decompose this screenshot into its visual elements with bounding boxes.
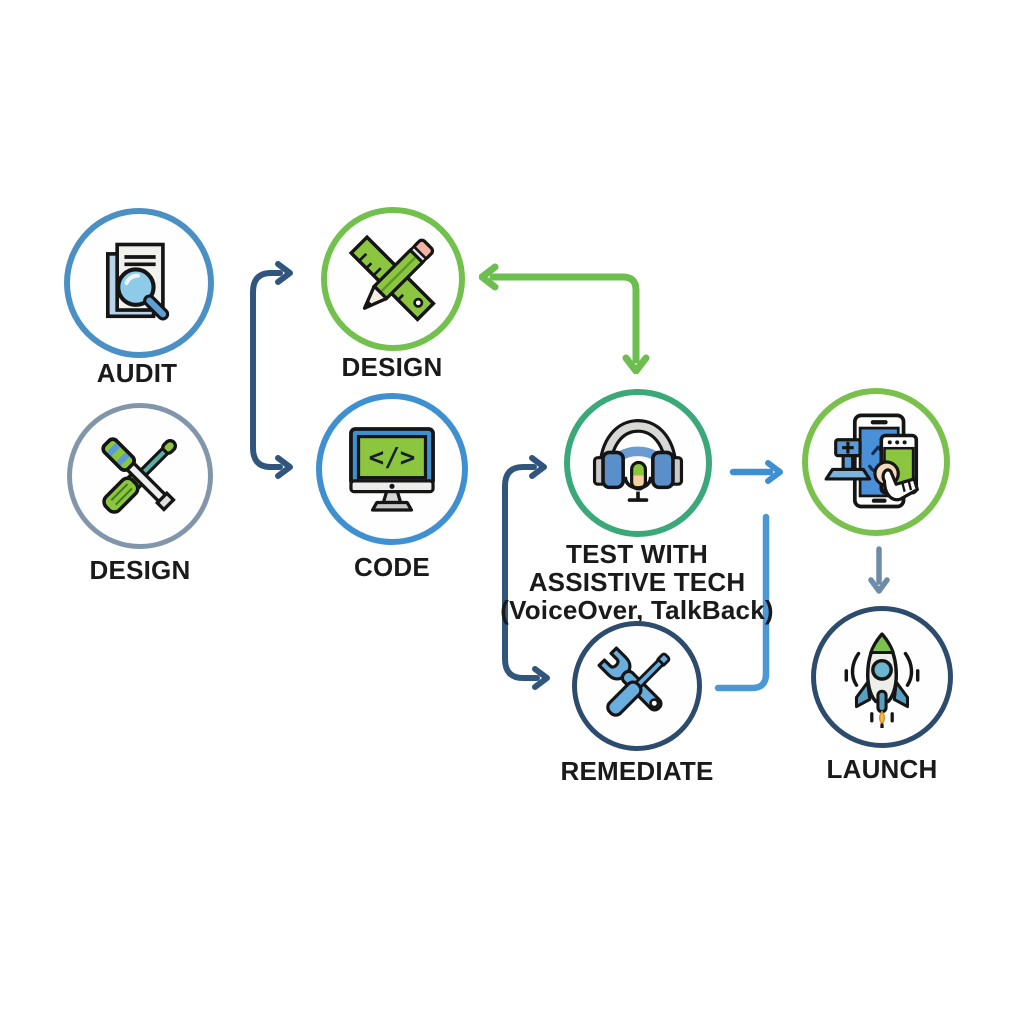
connector-design-top-test [493,277,636,360]
node-code: </> [316,393,468,545]
node-test-label-line3: (VoiceOver, TalkBack) [500,595,774,625]
node-design-plan [321,207,465,351]
connector-code-to-remediate [502,569,550,690]
svg-text:</>: </> [369,443,416,473]
node-design-plan-label: DESIGN [341,352,443,382]
node-test-label-line2: ASSISTIVE TECH [528,567,746,597]
crossed-screwdrivers-icon [88,424,192,528]
node-remediate [572,621,702,751]
mobile-touch-stamp-icon [823,409,929,515]
code-monitor-icon: </> [338,415,446,523]
node-design-tools-label: DESIGN [89,555,191,585]
node-audit-label: AUDIT [96,358,178,388]
node-device-test [802,388,950,536]
connector-remediate-loop [714,513,770,692]
connector-left-to-design-top [250,261,293,371]
rocket-icon [831,626,933,728]
node-remediate-label: REMEDIATE [560,756,714,786]
connector-code-to-test [502,455,547,575]
node-design-tools [67,403,213,549]
connector-left-to-code [250,365,293,479]
wrench-screwdriver-icon [590,639,684,733]
node-launch [811,606,953,748]
node-test-label: TEST WITH ASSISTIVE TECH (VoiceOver, Tal… [487,540,787,624]
pencil-ruler-icon [342,228,444,330]
headphones-microphone-icon [585,410,691,516]
node-launch-label: LAUNCH [826,754,938,784]
node-audit [64,208,214,358]
document-magnifier-icon [87,231,191,335]
node-code-label: CODE [354,552,430,582]
node-test [564,389,712,537]
node-test-label-line1: TEST WITH [566,539,708,569]
